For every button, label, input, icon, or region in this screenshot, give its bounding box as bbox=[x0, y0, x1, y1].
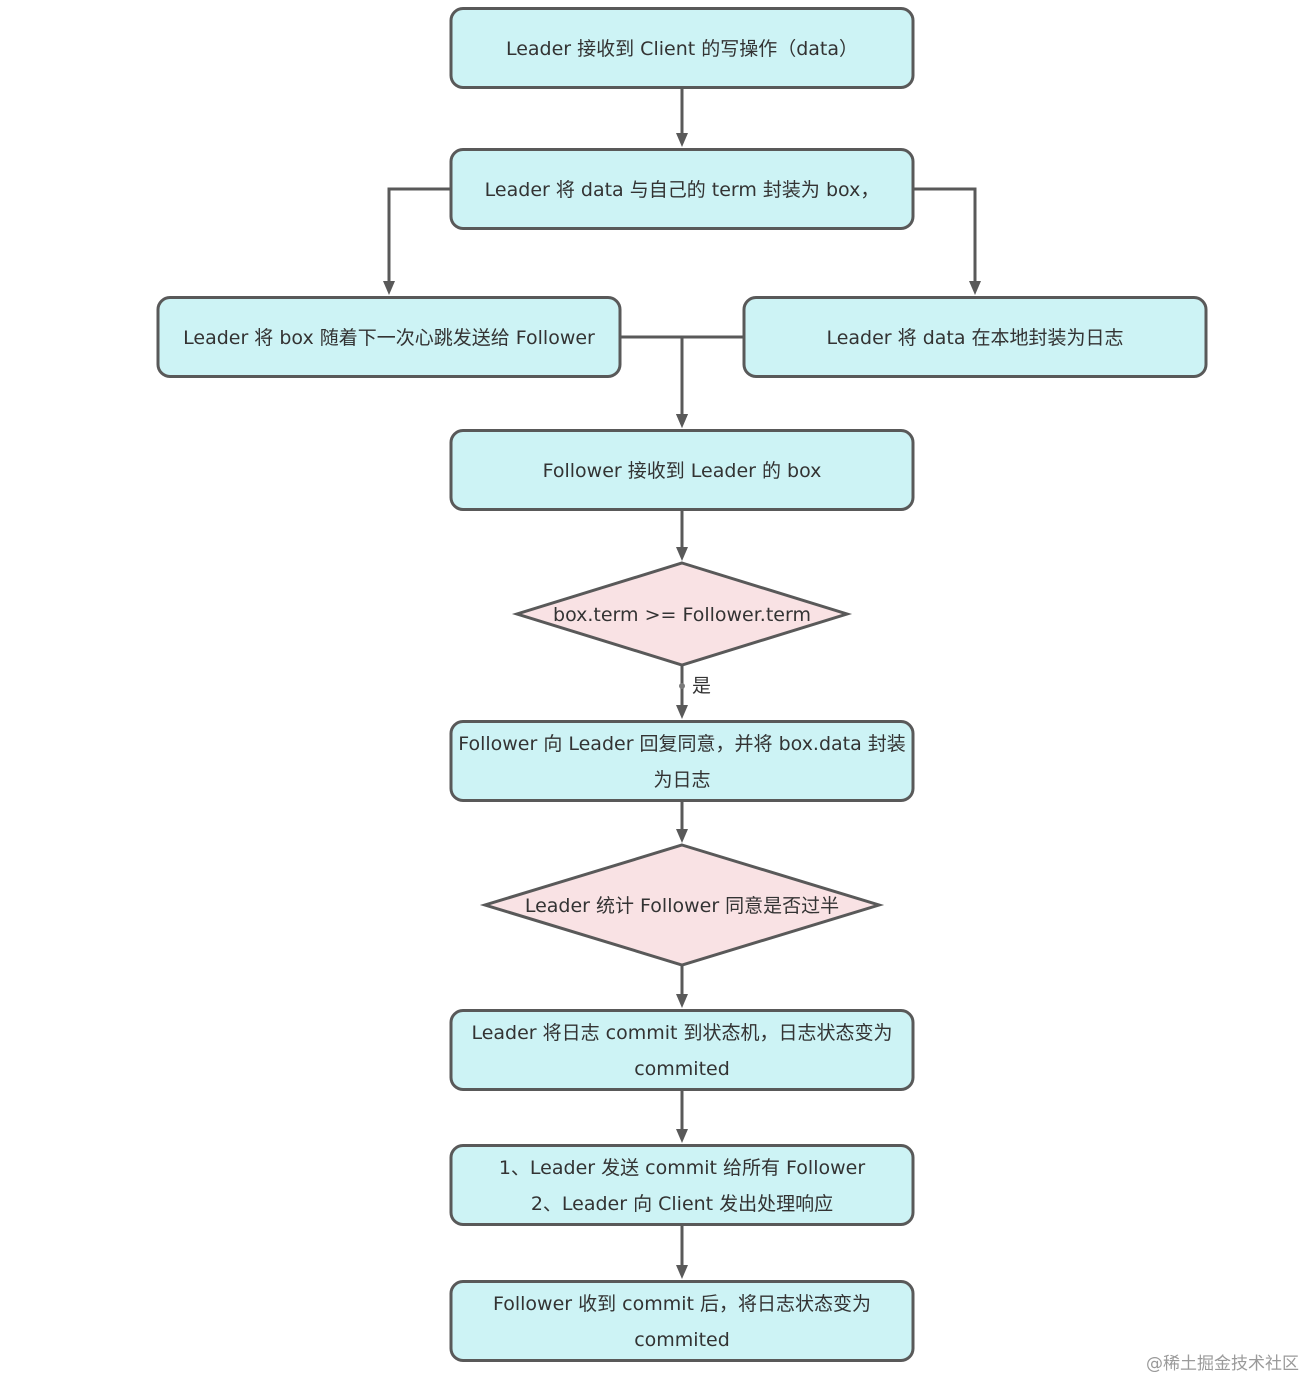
arrowhead bbox=[969, 281, 981, 295]
process-box bbox=[156, 296, 622, 378]
edge-follower-agree-to-majority-check bbox=[676, 801, 688, 843]
edge-term-check-to-follower-agree: 是 bbox=[676, 665, 711, 719]
node-label: Leader 将 data 与自己的 term 封装为 box， bbox=[485, 179, 880, 201]
node-label: Leader 将日志 commit 到状态机，日志状态变为 bbox=[471, 1022, 892, 1044]
arrowhead bbox=[383, 281, 395, 295]
node-label: commited bbox=[634, 1058, 730, 1080]
edge-line bbox=[387, 187, 451, 281]
watermark: @稀土掘金技术社区 bbox=[1146, 1354, 1299, 1374]
arrowhead bbox=[676, 1265, 688, 1279]
edge-wrap-box-to-local-log bbox=[913, 187, 981, 295]
process-box bbox=[449, 7, 915, 89]
edge-broadcast-commit-to-follower-commit bbox=[676, 1225, 688, 1279]
node-term-check: box.term >= Follower.term bbox=[511, 561, 853, 667]
arrowhead bbox=[676, 829, 688, 843]
edge-label: 是 bbox=[692, 675, 711, 697]
node-send-heartbeat: Leader 将 box 随着下一次心跳发送给 Follower bbox=[156, 296, 622, 378]
node-label: Follower 收到 commit 后，将日志状态变为 bbox=[493, 1293, 871, 1315]
node-wrap-box: Leader 将 data 与自己的 term 封装为 box， bbox=[449, 148, 915, 230]
node-label: commited bbox=[634, 1329, 730, 1351]
node-label: Leader 统计 Follower 同意是否过半 bbox=[525, 895, 839, 917]
process-box bbox=[449, 148, 915, 230]
node-label: 2、Leader 向 Client 发出处理响应 bbox=[531, 1193, 833, 1215]
edge-line bbox=[680, 335, 744, 414]
node-broadcast-commit: 1、Leader 发送 commit 给所有 Follower 2、Leader … bbox=[449, 1144, 915, 1226]
node-label: Leader 将 box 随着下一次心跳发送给 Follower bbox=[183, 327, 595, 349]
edge-local-log-to-follower-receive bbox=[676, 335, 744, 428]
node-local-log: Leader 将 data 在本地封装为日志 bbox=[742, 296, 1208, 378]
arrowhead bbox=[676, 705, 688, 719]
node-follower-agree: Follower 向 Leader 回复同意，并将 box.data 封装为日志 bbox=[449, 720, 915, 802]
edge-majority-check-to-leader-commit bbox=[676, 965, 688, 1008]
process-box bbox=[449, 429, 915, 511]
node-leader-commit: Leader 将日志 commit 到状态机，日志状态变为 commited bbox=[449, 1009, 915, 1091]
node-client-write: Leader 接收到 Client 的写操作（data） bbox=[449, 7, 915, 89]
node-label: Leader 将 data 在本地封装为日志 bbox=[826, 327, 1123, 349]
arrowhead bbox=[676, 133, 688, 147]
node-label: Follower 向 Leader 回复同意，并将 box.data 封装 bbox=[458, 733, 906, 755]
node-label: 为日志 bbox=[653, 769, 710, 791]
edge-label-dot bbox=[679, 683, 685, 689]
node-majority-check: Leader 统计 Follower 同意是否过半 bbox=[479, 843, 885, 967]
decision-diamond bbox=[479, 843, 885, 967]
arrowhead bbox=[676, 414, 688, 428]
node-label: box.term >= Follower.term bbox=[553, 604, 811, 626]
arrowhead bbox=[676, 1129, 688, 1143]
edge-leader-commit-to-broadcast-commit bbox=[676, 1090, 688, 1143]
nodes-layer: Leader 接收到 Client 的写操作（data） Leader 将 dat… bbox=[156, 7, 1208, 1362]
node-label: Follower 接收到 Leader 的 box bbox=[543, 460, 822, 482]
arrowhead bbox=[676, 994, 688, 1008]
process-box bbox=[742, 296, 1208, 378]
process-box bbox=[449, 720, 915, 802]
edge-line bbox=[913, 187, 977, 281]
edge-client-write-to-wrap-box bbox=[676, 88, 688, 147]
process-box bbox=[449, 1144, 915, 1226]
process-box bbox=[449, 1009, 915, 1091]
node-label: Leader 接收到 Client 的写操作（data） bbox=[506, 38, 858, 60]
edge-line bbox=[620, 335, 684, 414]
node-label: 1、Leader 发送 commit 给所有 Follower bbox=[499, 1157, 865, 1179]
process-box bbox=[449, 1280, 915, 1362]
node-follower-receive: Follower 接收到 Leader 的 box bbox=[449, 429, 915, 511]
edges-layer: 是 bbox=[383, 88, 981, 1279]
arrowhead bbox=[676, 547, 688, 561]
decision-diamond bbox=[511, 561, 853, 667]
edge-wrap-box-to-send-heartbeat bbox=[383, 187, 451, 295]
node-follower-commit: Follower 收到 commit 后，将日志状态变为 commited bbox=[449, 1280, 915, 1362]
edge-follower-receive-to-term-check bbox=[676, 510, 688, 561]
